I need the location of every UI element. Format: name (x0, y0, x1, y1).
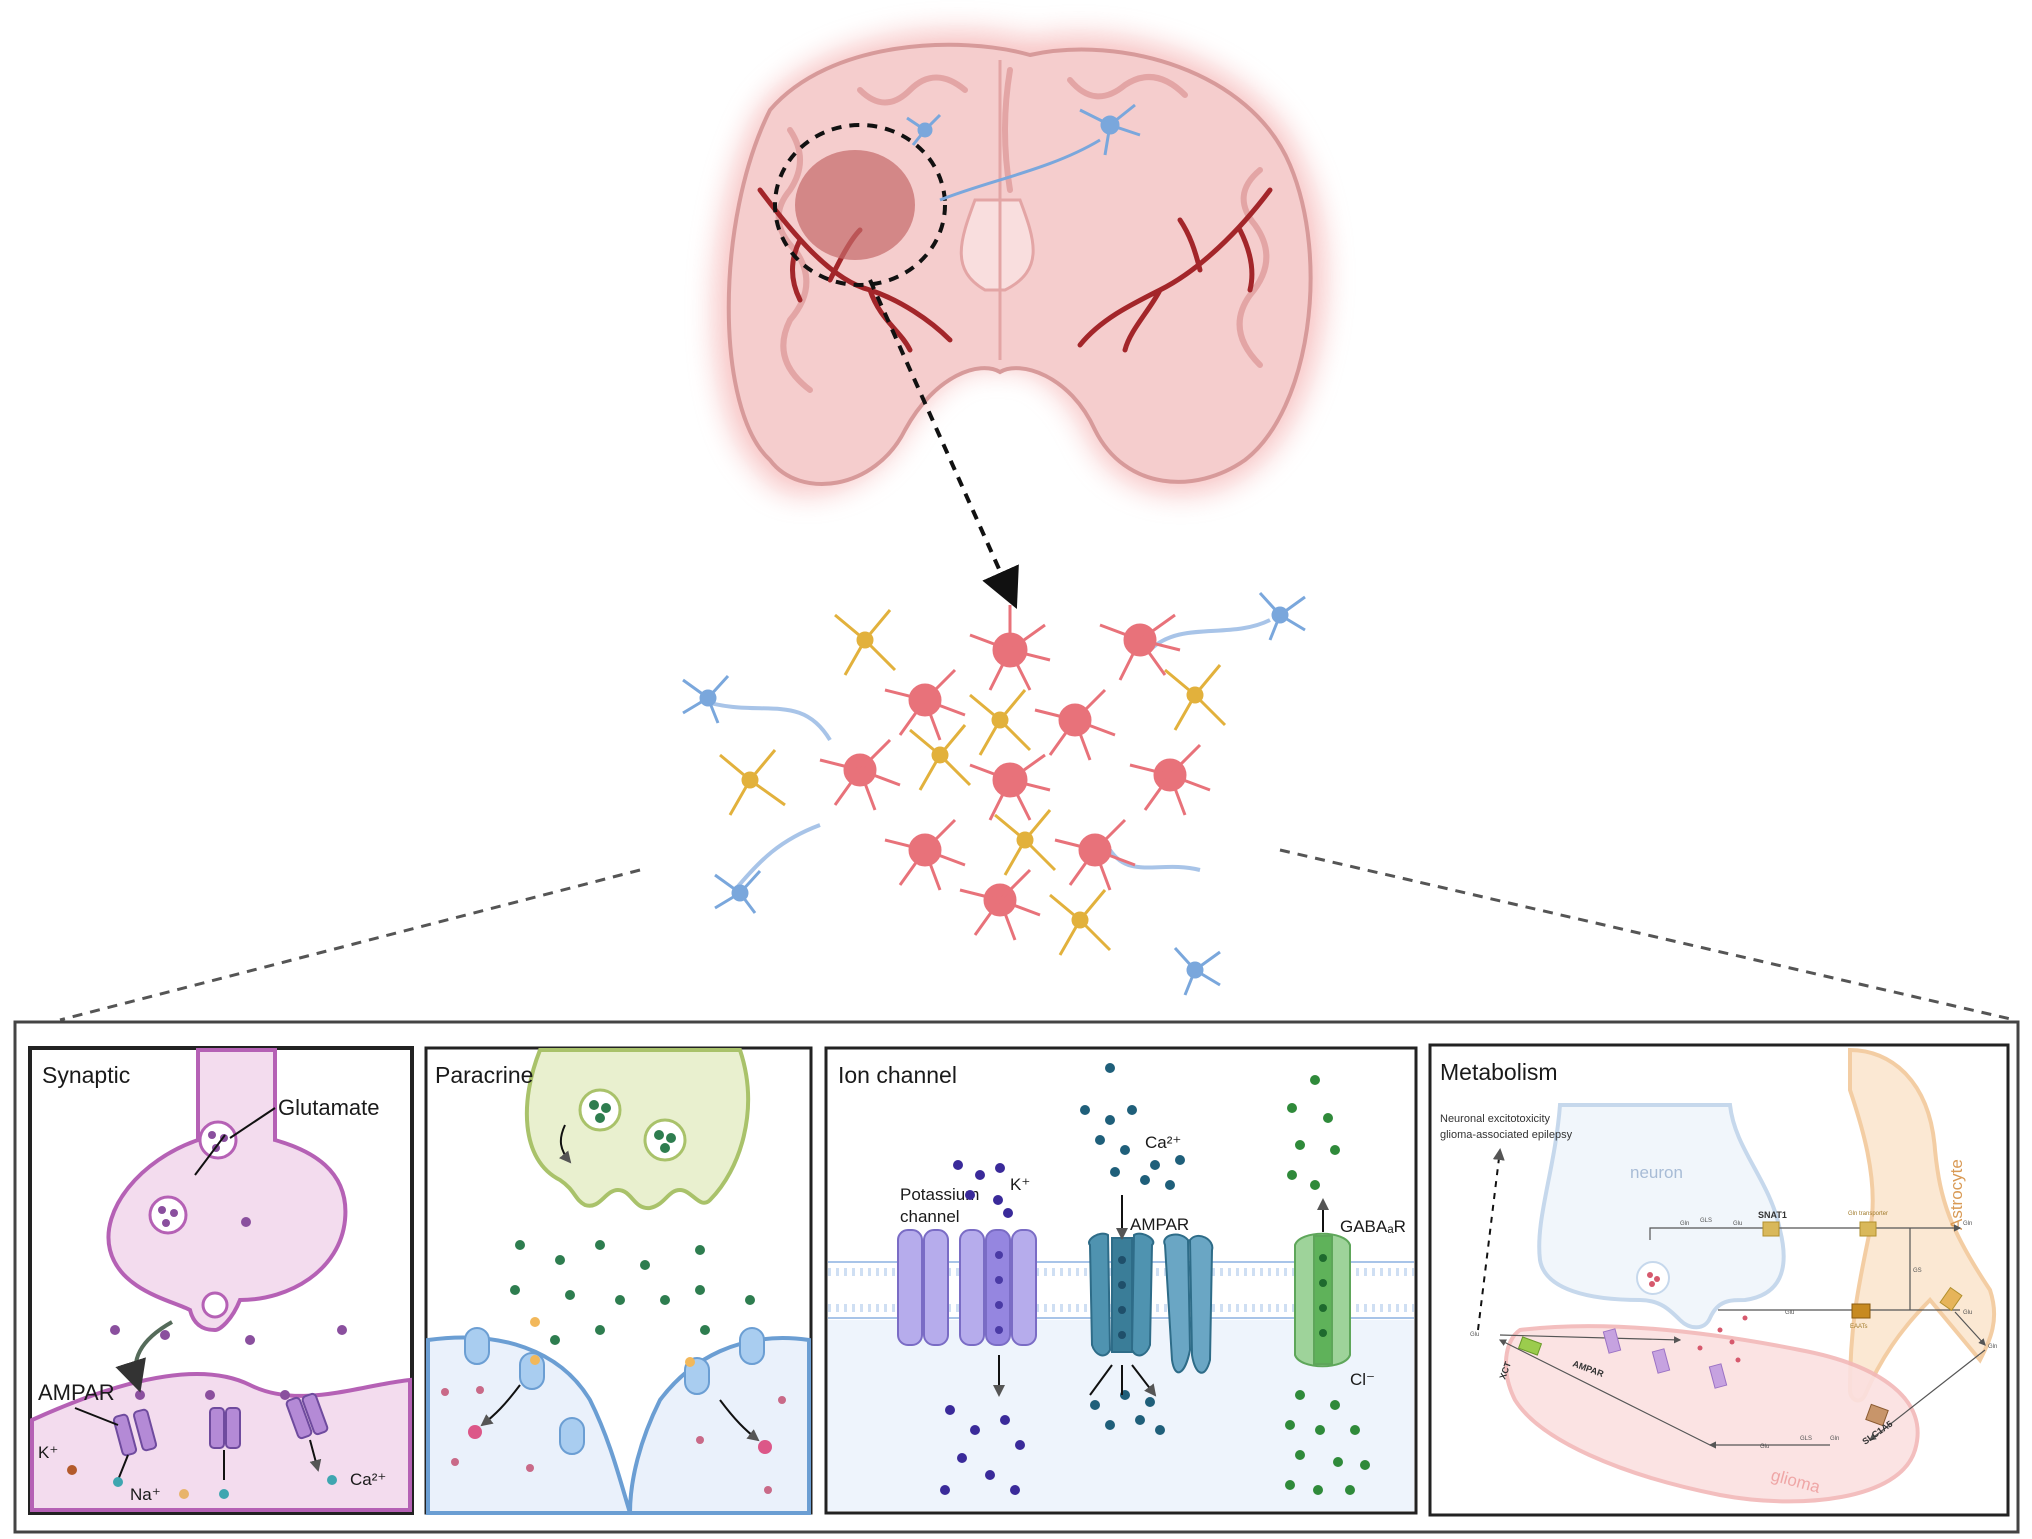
paracrine-source-cell (524, 1048, 750, 1211)
glioma-cell (1099, 613, 1181, 681)
glioma-cell (1034, 688, 1116, 761)
gln-label-2: Gln (1963, 1221, 1972, 1227)
glioma-cell (1054, 818, 1136, 891)
neuron-shape (1537, 1103, 1786, 1330)
glioma-shape (1503, 1324, 1920, 1504)
gln-label-4: Gln (1830, 1436, 1839, 1442)
tumor-cell-network (682, 591, 1306, 996)
excitotoxicity-note-2: glioma-associated epilepsy (1440, 1129, 1573, 1141)
panel-title-ion-channel: Ion channel (838, 1062, 957, 1088)
panel-title-synaptic: Synaptic (42, 1062, 130, 1088)
snat1-label: SNAT1 (1758, 1210, 1787, 1220)
presynaptic-terminal (106, 1048, 348, 1333)
eaats-label: EAATs (1850, 1324, 1868, 1330)
glioma-cell (884, 668, 966, 741)
panel-ion-channel: Ion channel Potassium channel K⁺ (824, 1046, 1418, 1515)
ampar-label: AMPAR (38, 1380, 115, 1405)
gln-label-3: Gln (1988, 1344, 1997, 1350)
glutamate-vesicle (148, 1195, 188, 1235)
glioma-cell (884, 818, 966, 891)
neuron-cell (1258, 591, 1306, 641)
potassium-ion-label: K⁺ (38, 1443, 58, 1462)
ampar-receptor (112, 1392, 329, 1457)
panel-synaptic: Glutamate AMPAR K⁺ Na⁺ Ca²⁺ Synaptic (28, 1046, 414, 1515)
brain-to-cluster-arrow (868, 279, 1019, 609)
astrocyte-cell (1049, 889, 1112, 956)
glutamate-label: Glutamate (278, 1095, 380, 1120)
gabaa-receptor-label: GABAₐR (1340, 1217, 1406, 1236)
gs-label: GS (1913, 1268, 1922, 1274)
sodium-ion-label: Na⁺ (130, 1485, 161, 1504)
calcium-ion-label-ion: Ca²⁺ (1145, 1133, 1181, 1152)
glioma-cell (1129, 743, 1211, 816)
neuron-label: neuron (1630, 1163, 1683, 1182)
gabaa-receptor (1294, 1232, 1351, 1368)
metabolism-transporters (1517, 1221, 1963, 1427)
astrocyte-cell (1164, 664, 1227, 731)
glu-label-4: Glu (1760, 1444, 1769, 1450)
panel-title-metabolism: Metabolism (1440, 1059, 1558, 1085)
astrocyte-cell (909, 724, 972, 791)
zoom-line-right (1279, 848, 2016, 1022)
astrocyte-cell (834, 609, 897, 676)
neuron-cell (714, 869, 762, 914)
paracrine-molecules (510, 1240, 765, 1345)
gln-label-1: Gln (1680, 1221, 1689, 1227)
gls-label-1: GLS (1700, 1218, 1712, 1224)
astrocyte-cell (719, 749, 786, 816)
gln-transporter-label: Gln transporter (1848, 1211, 1888, 1217)
potassium-channel-label-2: channel (900, 1207, 960, 1226)
metabolism-pathway-lines (1498, 1224, 1986, 1449)
tumor-region (795, 150, 915, 260)
gls-label-2: GLS (1800, 1436, 1812, 1442)
glu-label-5: Glu (1470, 1332, 1479, 1338)
zoom-line-left (59, 868, 641, 1022)
brain-neuron-icon (906, 103, 1141, 202)
panel-metabolism: Metabolism Astrocyte neuron glioma Neuro… (1428, 1043, 2010, 1517)
blood-vessel-right (1077, 187, 1273, 353)
chloride-ion-label: Cl⁻ (1350, 1370, 1375, 1389)
glu-label-3: Glu (1785, 1310, 1794, 1316)
potassium-ions (940, 1160, 1025, 1495)
neuron-cell (682, 674, 730, 724)
ampar-channel (1088, 1232, 1214, 1374)
astrocyte-cell (969, 689, 1032, 756)
panel-paracrine: Paracrine (424, 1046, 813, 1515)
brain-coronal-section (715, 31, 1325, 609)
calcium-ion-label: Ca²⁺ (350, 1470, 386, 1489)
excitotoxicity-note-1: Neuronal excitotoxicity (1440, 1113, 1551, 1125)
panel-title-paracrine: Paracrine (435, 1062, 533, 1088)
tumor-highlight-circle (773, 123, 947, 287)
potassium-channel (897, 1229, 1037, 1346)
potassium-channel-label-1: Potassium (900, 1185, 979, 1204)
astrocyte-label: Astrocyte (1947, 1159, 1966, 1230)
chloride-ions (1285, 1075, 1370, 1495)
glutamate-vesicle (198, 1120, 238, 1160)
glioma-cell (969, 753, 1051, 821)
glioma-cell (969, 605, 1051, 691)
astrocyte-cell (994, 809, 1057, 876)
glu-label-1: Glu (1733, 1221, 1742, 1227)
potassium-ion-label-ion: K⁺ (1010, 1175, 1030, 1194)
glioma-cell (819, 738, 901, 811)
glu-label-2: Glu (1963, 1310, 1972, 1316)
neuron-axon-connection (699, 618, 1271, 892)
neuron-cell (1173, 946, 1221, 996)
brain-ventricles (959, 198, 1035, 292)
ampar-label-ion: AMPAR (1130, 1215, 1189, 1234)
glioma-cell (959, 868, 1041, 941)
